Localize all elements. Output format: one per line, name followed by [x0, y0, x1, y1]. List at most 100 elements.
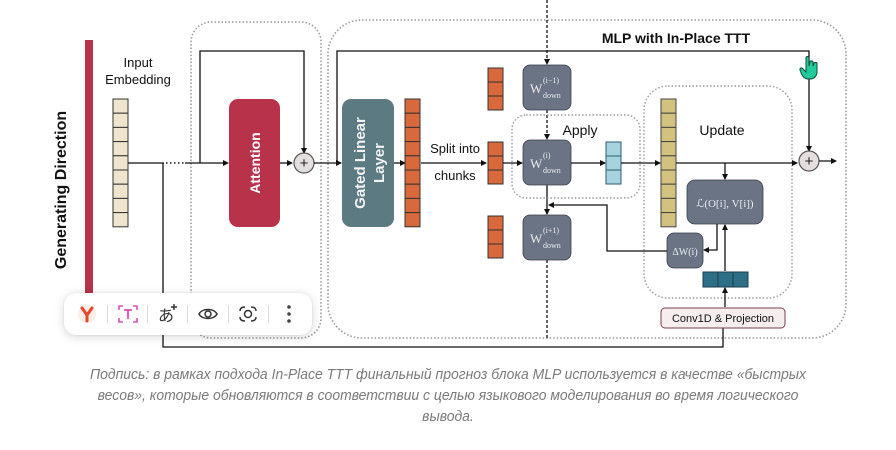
input-embedding-label-1: Input	[124, 55, 153, 70]
vector-cell	[112, 98, 129, 114]
text-recognition-icon	[117, 305, 138, 323]
attention-label: Attention	[247, 132, 263, 193]
plus-icon: +	[300, 155, 309, 172]
vector-cell	[605, 169, 622, 185]
svg-text:(i): (i)	[543, 151, 551, 160]
vector-cell	[717, 271, 734, 288]
vector-cell	[487, 141, 504, 157]
vector-cell	[112, 169, 129, 185]
vector-cell	[404, 155, 421, 171]
vector-cell	[487, 67, 504, 83]
vector-cell	[404, 141, 421, 157]
apply-label: Apply	[562, 122, 597, 138]
delta-w-label: ΔW(i)	[672, 247, 697, 258]
yandex-browser-button[interactable]	[72, 299, 102, 329]
text-recognition-button[interactable]	[113, 299, 143, 329]
gated-linear-label-2: Layer	[371, 143, 388, 183]
translate-button[interactable]: あ	[153, 299, 183, 329]
vector-cell	[487, 95, 504, 111]
vector-cell	[487, 155, 504, 171]
svg-text:あ: あ	[158, 306, 174, 325]
svg-text:down: down	[543, 91, 561, 100]
loss-to-delta-line	[703, 224, 718, 253]
figure-caption: Подпись: в рамках подхода In-Place TTT ф…	[89, 366, 807, 425]
toolbar-separator	[147, 305, 149, 323]
split-label-2: chunks	[434, 168, 476, 183]
more-options-icon	[286, 305, 291, 323]
svg-text:W: W	[530, 231, 543, 246]
delta-feedback-line	[548, 202, 667, 252]
apply-output-vector	[605, 141, 622, 185]
apply-container	[511, 114, 641, 199]
update-label: Update	[699, 122, 744, 138]
vector-cell	[660, 112, 677, 128]
floating-toolbar: あ	[64, 293, 312, 335]
yandex-browser-icon	[78, 305, 97, 323]
toolbar-separator	[267, 305, 269, 323]
vector-cell	[404, 183, 421, 199]
vector-cell	[404, 98, 421, 114]
architecture-diagram: Generating Direction Input Embedding Att…	[53, 0, 847, 348]
attention-container	[190, 21, 322, 339]
chunk-next	[487, 215, 504, 259]
hand-cursor-icon	[799, 56, 818, 80]
vector-cell	[660, 212, 677, 228]
vector-cell	[112, 112, 129, 128]
vector-cell	[487, 81, 504, 97]
view-icon	[198, 308, 218, 320]
svg-text:down: down	[543, 166, 561, 175]
vector-cell	[487, 169, 504, 185]
vector-cell	[660, 141, 677, 157]
input-embedding-label-2: Embedding	[105, 72, 171, 87]
visual-search-button[interactable]	[233, 299, 263, 329]
vector-cell	[660, 126, 677, 143]
vector-cell	[732, 271, 749, 288]
update-container	[643, 85, 793, 299]
w-down-current: W (i) down	[522, 139, 572, 186]
vector-cell	[660, 98, 677, 114]
generating-direction-label: Generating Direction	[53, 111, 70, 269]
mlp-output-vector	[660, 98, 677, 228]
mlp-title: MLP with In-Place TTT	[602, 30, 751, 46]
gated-linear-label-1: Gated Linear	[352, 117, 369, 209]
chunk-cur	[487, 141, 504, 185]
residual-mlp	[336, 50, 812, 163]
vector-cell	[660, 155, 677, 171]
conv-output-vector	[702, 271, 749, 288]
plus-icon: +	[805, 153, 814, 170]
loss-label: ℒ(O[i], V[i])	[696, 198, 754, 210]
vector-cell	[487, 243, 504, 259]
vector-cell	[112, 126, 129, 143]
vector-cell	[404, 126, 421, 143]
visual-search-icon	[239, 306, 258, 322]
vector-cell	[112, 183, 129, 199]
vector-cell	[605, 141, 622, 157]
svg-text:W: W	[530, 156, 543, 171]
vector-cell	[404, 212, 421, 228]
residual-attention	[199, 50, 307, 163]
input-bypass-line	[162, 163, 726, 348]
vector-cell	[112, 141, 129, 157]
split-label-1: Split into	[430, 141, 480, 156]
vector-cell	[660, 183, 677, 199]
mlp-container	[327, 19, 847, 339]
toolbar-separator	[106, 305, 108, 323]
w-down-next: W (i+1) down	[522, 214, 572, 261]
vector-cell	[404, 169, 421, 185]
vector-cell	[112, 155, 129, 171]
vector-cell	[605, 155, 622, 171]
svg-text:(i+1): (i+1)	[543, 226, 559, 235]
chunk-prev	[487, 67, 504, 111]
conv-projection-label: Conv1D & Projection	[672, 313, 774, 325]
vector-cell	[404, 112, 421, 128]
attention-block	[229, 99, 280, 227]
direction-bar	[85, 40, 93, 298]
vector-cell	[702, 271, 719, 288]
view-button[interactable]	[193, 299, 223, 329]
vector-cell	[404, 197, 421, 214]
svg-text:W: W	[530, 81, 543, 96]
gated-output-vector	[404, 98, 421, 228]
more-options-button[interactable]	[274, 299, 304, 329]
translate-icon: あ	[158, 304, 177, 325]
toolbar-separator	[227, 305, 229, 323]
